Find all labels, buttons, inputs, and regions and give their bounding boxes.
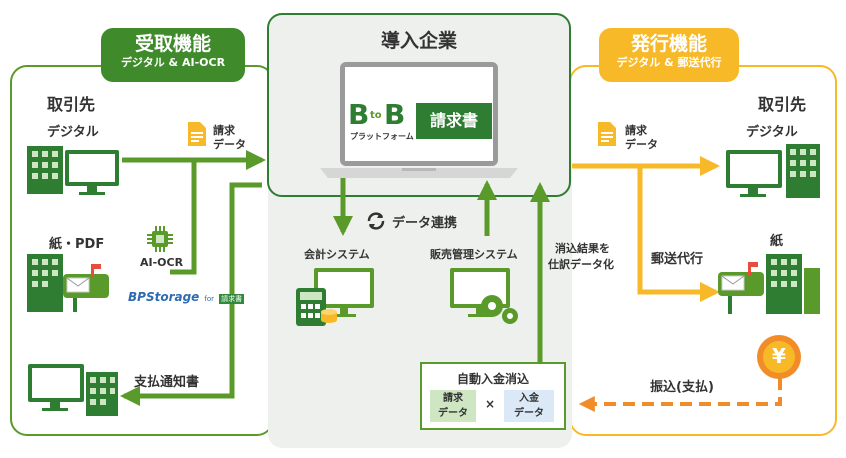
invoice-data-line-1: 請求 — [443, 393, 463, 404]
accounting-system-icon — [296, 268, 374, 326]
arrow-payment-notice — [120, 182, 262, 406]
arrow-mail-out — [637, 166, 720, 302]
receive-partner-label: 取引先 — [47, 95, 96, 114]
invoice-document-icon — [188, 122, 206, 146]
invoice-data-chip: 請求 データ — [430, 390, 476, 422]
issue-header: 発行機能 デジタル & 郵送代行 — [599, 28, 739, 82]
receive-title: 受取機能 — [134, 33, 211, 55]
receive-header: 受取機能 デジタル & AI-OCR — [101, 28, 245, 82]
issue-subtitle: デジタル & 郵送代行 — [616, 56, 722, 69]
deposit-data-chip: 入金 データ — [504, 390, 554, 422]
auto-match-title: 自動入金消込 — [456, 372, 529, 386]
journal-label-1: 消込結果を — [555, 242, 610, 255]
invoice-data-line-2: データ — [438, 408, 468, 419]
bp-storage-logo: BPStorage for 請求書 — [128, 286, 245, 304]
bp-storage-brand: BPStorage — [128, 290, 200, 304]
times-sign: × — [485, 397, 496, 411]
issue-invoice-label-1: 請求 — [625, 124, 647, 137]
yen-symbol: ¥ — [772, 344, 786, 368]
receive-digital-label: デジタル — [47, 125, 99, 140]
issue-invoice-label-2: データ — [625, 138, 658, 151]
sync-icon — [367, 212, 385, 230]
ai-chip-icon — [147, 226, 173, 252]
payment-label: 振込(支払) — [650, 380, 714, 395]
deposit-data-line-1: 入金 — [519, 393, 539, 404]
btob-logo-sub: プラットフォーム — [350, 132, 414, 141]
sales-system-icon — [450, 268, 518, 324]
auto-match-box: 自動入金消込 請求 データ × 入金 データ — [420, 362, 566, 430]
issue-title: 発行機能 — [630, 33, 707, 55]
accounting-label: 会計システム — [304, 248, 370, 261]
yen-coin-icon — [757, 335, 801, 379]
payment-notice-label: 支払通知書 — [134, 375, 200, 390]
bp-storage-for: for — [204, 295, 215, 303]
issue-digital-label: デジタル — [746, 125, 798, 140]
deposit-data-line-2: データ — [514, 408, 544, 419]
building-mailbox-icon — [27, 254, 109, 312]
receive-paper-label: 紙・PDF — [49, 237, 105, 252]
ai-ocr-label: AI-OCR — [140, 256, 184, 269]
sales-label: 販売管理システム — [430, 248, 518, 261]
receive-subtitle: デジタル & AI-OCR — [120, 56, 226, 69]
receive-invoice-label-2: データ — [213, 138, 246, 151]
data-link-label: データ連携 — [392, 216, 458, 231]
issue-paper-label: 紙 — [770, 234, 784, 249]
btob-logo-b2: B — [384, 98, 406, 131]
issue-invoice-document-icon — [598, 122, 616, 146]
monitor-building-icon — [28, 364, 118, 416]
btob-logo-b1: B — [348, 98, 370, 131]
btob-logo: B to B プラットフォーム 請求書 — [346, 98, 496, 146]
bp-storage-badge: 請求書 — [219, 294, 245, 304]
arrow-payment-in — [578, 378, 782, 412]
center-title: 導入企業 — [380, 30, 457, 52]
arrow-ocr-in — [170, 160, 197, 275]
issue-mailbox-building-icon — [718, 254, 820, 314]
receive-invoice-label-1: 請求 — [213, 124, 235, 137]
btob-logo-to: to — [370, 110, 382, 121]
mail-proxy-label: 郵送代行 — [651, 252, 704, 267]
btob-logo-badge: 請求書 — [416, 103, 492, 139]
issue-partner-label: 取引先 — [758, 95, 807, 114]
journal-label-2: 仕訳データ化 — [548, 258, 614, 271]
building-monitor-icon — [27, 146, 119, 195]
issue-monitor-building-icon — [726, 144, 820, 198]
